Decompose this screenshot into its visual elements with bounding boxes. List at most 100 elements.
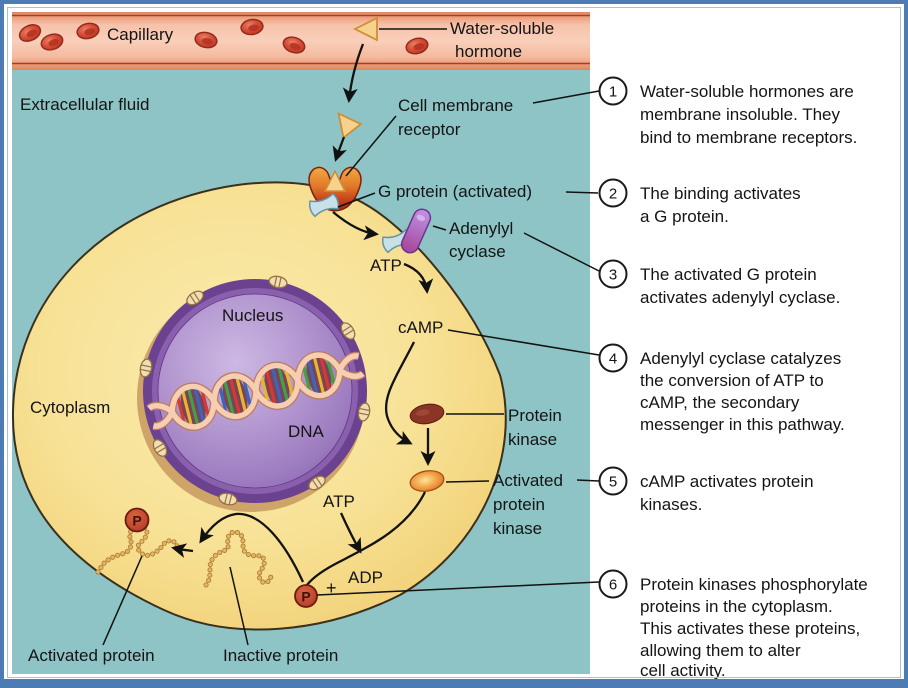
step-text-line: kinases. bbox=[640, 495, 702, 514]
protein-kinase-shape bbox=[409, 403, 445, 425]
step-text-line: Adenylyl cyclase catalyzes bbox=[640, 349, 841, 368]
atp-upper-label: ATP bbox=[370, 256, 402, 275]
cell-membrane-receptor-label-2: receptor bbox=[398, 120, 461, 139]
arrow-hormone-to-receptor bbox=[332, 136, 347, 162]
arrow-phosphorylation-sweep bbox=[199, 512, 305, 583]
frame-inner-line bbox=[7, 7, 901, 678]
red-blood-cell bbox=[194, 31, 218, 49]
steps-legend: 1 Water-soluble hormones are membrane in… bbox=[598, 76, 868, 680]
step-text-line: The binding activates bbox=[640, 184, 801, 203]
red-blood-cell bbox=[282, 36, 306, 54]
label-lines bbox=[102, 28, 600, 646]
line-to-step2 bbox=[565, 191, 599, 194]
activated-protein-kinase-label-3: kinase bbox=[493, 519, 542, 538]
line-inactive-protein-label bbox=[229, 566, 249, 646]
line-activated-protein-label bbox=[102, 555, 143, 646]
step-6: 6 Protein kinases phosphorylate proteins… bbox=[598, 569, 868, 680]
step-4: 4 Adenylyl cyclase catalyzes the convers… bbox=[598, 343, 845, 434]
step-circle bbox=[598, 343, 628, 373]
step-text-line: cell activity. bbox=[640, 661, 726, 680]
red-blood-cell bbox=[40, 33, 64, 51]
step-text-line: cAMP, the secondary bbox=[640, 393, 800, 412]
nuclear-pore bbox=[357, 402, 371, 422]
step-2: 2 The binding activates a G protein. bbox=[598, 178, 801, 226]
g-protein-shape bbox=[308, 192, 340, 218]
inactive-protein-label: Inactive protein bbox=[223, 646, 338, 665]
pathway-arrows bbox=[171, 43, 436, 586]
phosphate-letter: P bbox=[301, 589, 310, 605]
step-circle bbox=[598, 76, 628, 106]
phosphate-badge-free: P bbox=[294, 584, 318, 608]
step-text-line: the conversion of ATP to bbox=[640, 371, 824, 390]
step-1: 1 Water-soluble hormones are membrane in… bbox=[598, 76, 857, 147]
protein-kinase-label-1: Protein bbox=[508, 406, 562, 425]
activated-protein-kinase-label-1: Activated bbox=[493, 471, 563, 490]
adenylyl-cyclase-label-2: cyclase bbox=[449, 242, 506, 261]
red-blood-cell bbox=[405, 37, 429, 55]
nucleus-label: Nucleus bbox=[222, 306, 283, 325]
step-text-line: messenger in this pathway. bbox=[640, 415, 845, 434]
dna-base-pairs bbox=[176, 353, 336, 429]
dna-label: DNA bbox=[288, 422, 325, 441]
water-soluble-hormone-label-2: hormone bbox=[455, 42, 522, 61]
nuclear-pore bbox=[340, 322, 356, 340]
activated-protein-label: Activated protein bbox=[28, 646, 155, 665]
plus-sign: + bbox=[326, 578, 337, 598]
hormone-triangle-bound bbox=[323, 169, 347, 192]
adenylyl-cyclase-label-1: Adenylyl bbox=[449, 219, 513, 238]
step-text-line: allowing them to alter bbox=[640, 641, 801, 660]
phosphate-badge-attached: P bbox=[124, 507, 150, 533]
step-number: 3 bbox=[609, 267, 617, 284]
line-to-step4 bbox=[447, 329, 600, 356]
step-text-line: bind to membrane receptors. bbox=[640, 128, 857, 147]
step-text-line: The activated G protein bbox=[640, 265, 817, 284]
step-text-line: activates adenylyl cyclase. bbox=[640, 288, 840, 307]
dna-strand-ribbon bbox=[147, 352, 365, 430]
cell-membrane-receptor-label-1: Cell membrane bbox=[398, 96, 513, 115]
nuclear-pore bbox=[218, 492, 238, 506]
nucleus bbox=[137, 275, 371, 512]
step-number: 5 bbox=[609, 474, 617, 491]
nuclear-pore bbox=[152, 439, 168, 457]
nuclear-pore bbox=[268, 275, 288, 289]
line-to-step6 bbox=[316, 581, 600, 596]
activated-protein-kinase-shape bbox=[409, 470, 445, 492]
atp-lower-label: ATP bbox=[323, 492, 355, 511]
step-text-line: proteins in the cytoplasm. bbox=[640, 597, 833, 616]
diagram-labels: Capillary Water-soluble hormone Extracel… bbox=[20, 19, 563, 665]
step-text-line: Water-soluble hormones are bbox=[640, 82, 854, 101]
nuclear-pore bbox=[308, 475, 326, 491]
arrow-inactive-to-activated bbox=[171, 543, 194, 558]
step-text-line: a G protein. bbox=[640, 207, 729, 226]
capillary-label: Capillary bbox=[107, 25, 174, 44]
step-text-line: This activates these proteins, bbox=[640, 619, 860, 638]
step-text-line: membrane insoluble. They bbox=[640, 105, 841, 124]
legend-panel bbox=[590, 12, 898, 674]
line-to-step5 bbox=[576, 479, 600, 482]
adenylyl-cyclase-shape bbox=[400, 208, 432, 254]
red-blood-cell bbox=[76, 22, 100, 40]
water-soluble-hormone-label-1: Water-soluble bbox=[450, 19, 554, 38]
nuclear-pore bbox=[139, 358, 153, 378]
arrow-atp-to-camp bbox=[403, 262, 434, 294]
step-number: 4 bbox=[609, 351, 617, 368]
frame-border-bottom bbox=[4, 679, 904, 686]
step-circle bbox=[598, 466, 628, 496]
step-circle bbox=[598, 178, 628, 208]
protein-kinase-label-2: kinase bbox=[508, 430, 557, 449]
hormone-triangle-extracellular bbox=[337, 111, 363, 140]
step-number: 6 bbox=[609, 577, 617, 594]
nuclear-pore bbox=[186, 290, 204, 306]
arrow-hormone-to-extracellular bbox=[342, 43, 365, 103]
extracellular-fluid-label: Extracellular fluid bbox=[20, 95, 149, 114]
red-blood-cell bbox=[240, 18, 264, 36]
step-number: 1 bbox=[609, 84, 617, 101]
step-text-line: Protein kinases phosphorylate bbox=[640, 575, 868, 594]
line-to-step1 bbox=[532, 90, 600, 104]
line-apk-label bbox=[445, 480, 490, 483]
red-blood-cell bbox=[18, 24, 42, 42]
dna-helix bbox=[146, 351, 366, 431]
